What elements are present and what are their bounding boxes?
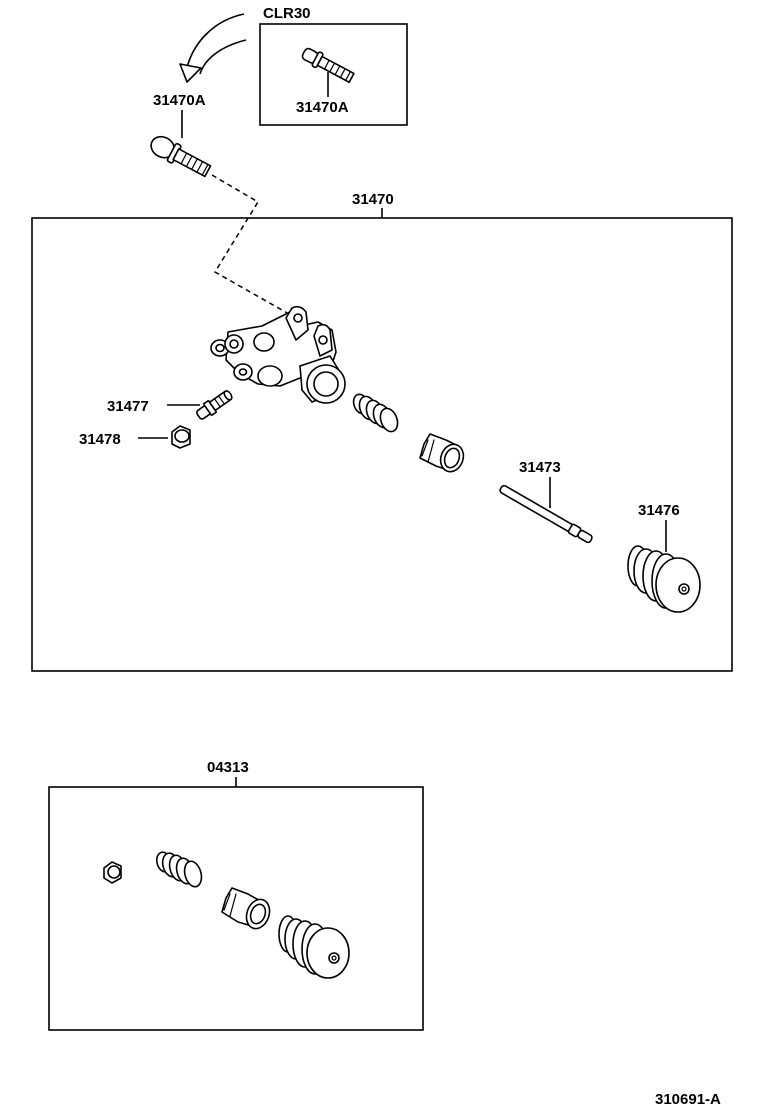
label-bolt-main: 31470A (153, 92, 206, 109)
label-kit: 04313 (207, 759, 249, 776)
bolt-icon-main (150, 135, 212, 178)
cylinder-body-icon (210, 305, 346, 404)
kit-piston-icon (221, 887, 271, 930)
kit-spring-icon (155, 851, 203, 888)
kit-box-04313 (48, 786, 424, 1031)
bolt-icon-inset (301, 47, 355, 84)
label-bleeder-cap: 31478 (79, 431, 121, 448)
kit-boot-icon (278, 915, 350, 979)
inset-box-clr30 (259, 23, 408, 126)
label-boot: 31476 (638, 502, 680, 519)
kit-bleeder-cap-icon (103, 861, 122, 884)
spring-icon (352, 393, 399, 433)
boot-icon (627, 545, 701, 613)
push-rod-icon (499, 484, 593, 544)
drawing-number: 310691-A (655, 1091, 721, 1108)
label-push-rod: 31473 (519, 459, 561, 476)
curved-arrow-icon (179, 13, 247, 83)
piston-icon (419, 433, 465, 473)
label-bolt-inset: 31470A (296, 99, 349, 116)
label-bleeder-plug: 31477 (107, 398, 149, 415)
bleeder-plug-icon (196, 390, 233, 420)
bleeder-cap-icon (171, 425, 191, 449)
label-assembly: 31470 (352, 191, 394, 208)
label-clr30: CLR30 (263, 5, 311, 22)
assembly-box-31470 (31, 217, 733, 672)
